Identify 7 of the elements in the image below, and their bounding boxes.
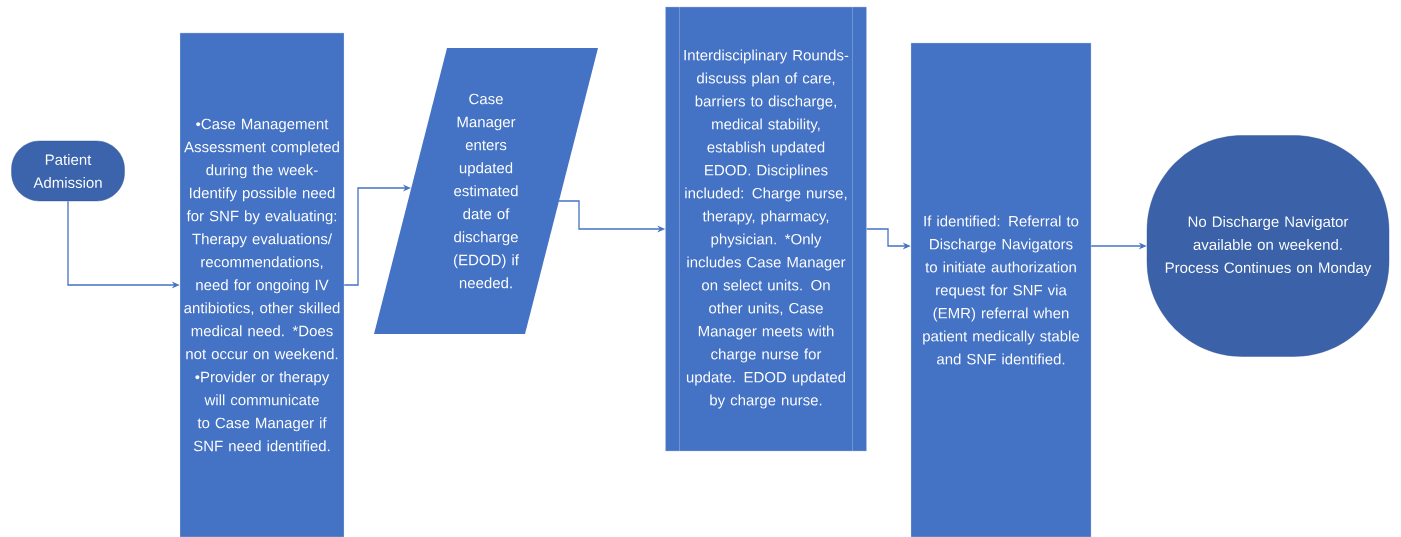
arrow — [343, 184, 411, 286]
data-parallelogram: Case Manager enters updated estimated date of discharge (EDOD) if needed. — [374, 48, 598, 334]
predefined-process-box: Interdisciplinary Rounds-discuss plan of care, barriers to discharge, medical stability, establish updated EDOD. Disciplines included: Charge nurse, therapy, pharmacy, physician. *Only includes Case Manager on select units. On other units, Case Manager meets with charge nurse for update. EDOD updated by charge nurse. — [665, 6, 867, 452]
process-box: •Case Management Assessment completed during the week- Identify possible need for SNF by evaluating: Therapy evaluations/ recommendations, need for ongoing IV antibiotics, other skilled medical need. *Does not occur on weekend. •Provider or therapy will communicate to Case Manager if SNF need identified. — [179, 32, 345, 537]
start-terminal: Patient Admission — [11, 140, 125, 202]
process-box: If identified: Referral to Discharge Navigators to initiate authorization request for SNF via (EMR) referral when patient medically stable and SNF identified. — [910, 42, 1092, 537]
end-terminal: No Discharge Navigator available on weekend. Process Continues on Monday — [1146, 135, 1390, 357]
